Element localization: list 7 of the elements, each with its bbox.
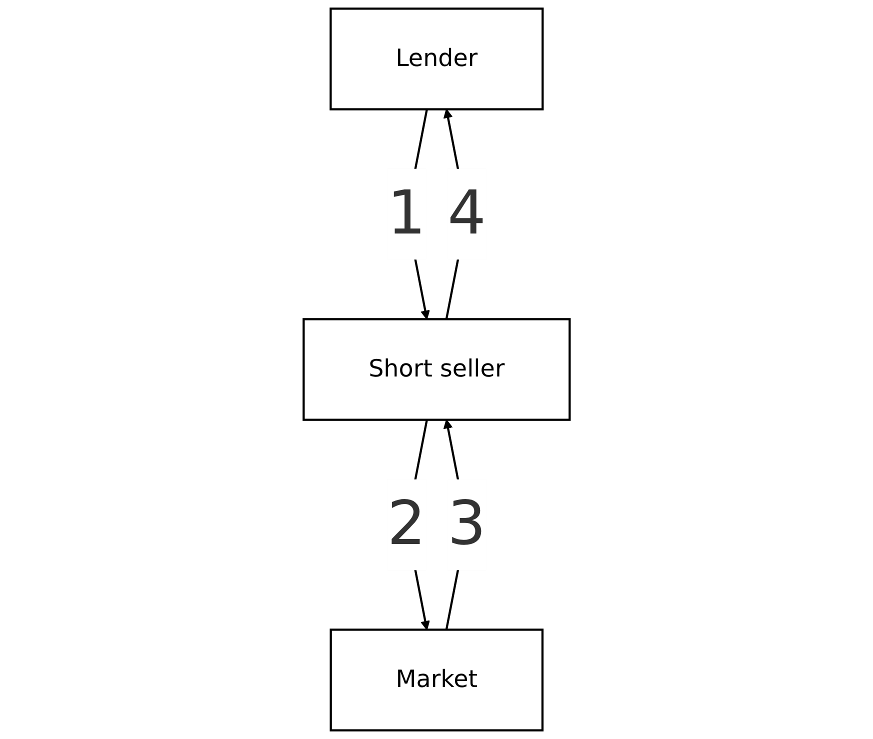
edge-label: 1 [387, 178, 426, 249]
node-box: Market [330, 628, 544, 732]
node-box: Lender [329, 8, 544, 110]
edge-label: 4 [447, 178, 486, 249]
edge-label: 2 [387, 489, 426, 560]
node-box: Short seller [302, 318, 571, 421]
edge-label: 3 [447, 489, 486, 560]
